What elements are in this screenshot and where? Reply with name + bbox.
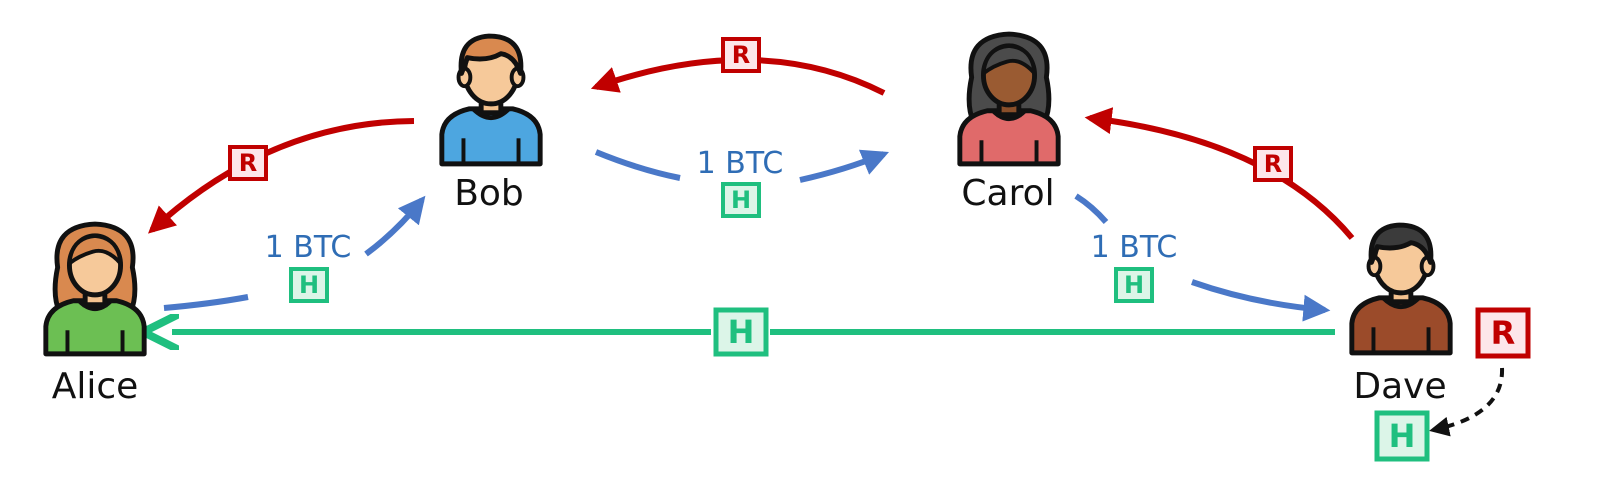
hash-badge-alice-to-bob: H <box>289 267 329 303</box>
dave-preimage-badge: R <box>1475 307 1531 359</box>
dave-hash-badge-text: H <box>1389 417 1416 455</box>
dave-avatar-icon <box>1352 225 1450 353</box>
hash-share-badge-text: H <box>728 313 755 351</box>
hash-share-badge: H <box>713 307 769 357</box>
preimage-arrow-dave-to-carol <box>1084 107 1355 240</box>
hash-badge-bob-to-carol: H <box>721 182 761 218</box>
carol-name: Carol <box>961 173 1054 214</box>
amount-alice-to-bob: 1 BTC <box>265 230 352 265</box>
preimage-badge-text: R <box>239 149 257 177</box>
preimage-badge-text: R <box>732 41 750 69</box>
dave-preimage-badge-text: R <box>1491 314 1516 352</box>
preimage-badge-carol-to-bob: R <box>721 37 761 73</box>
payment-arrow-alice-to-bob <box>163 195 426 311</box>
dave-hash-badge: H <box>1374 410 1430 462</box>
preimage-badge-dave-to-carol: R <box>1253 146 1293 182</box>
hash-badge-text: H <box>299 271 319 299</box>
preimage-badge-bob-to-alice: R <box>228 145 268 181</box>
alice-name: Alice <box>52 366 139 407</box>
amount-bob-to-carol: 1 BTC <box>697 146 784 181</box>
carol-avatar-icon <box>960 34 1058 164</box>
preimage-arrow-bob-to-alice <box>148 118 415 234</box>
amount-carol-to-dave: 1 BTC <box>1091 230 1178 265</box>
preimage-badge-text: R <box>1264 150 1282 178</box>
payment-arrow-bob-to-carol <box>594 149 889 183</box>
hash-badge-text: H <box>1124 271 1144 299</box>
hash-derivation-arrow <box>1429 367 1505 437</box>
payment-arrow-carol-to-dave <box>1074 193 1331 322</box>
hash-badge-text: H <box>731 186 751 214</box>
bob-avatar-icon <box>442 36 540 164</box>
dave-name: Dave <box>1353 366 1446 407</box>
hash-badge-carol-to-dave: H <box>1114 267 1154 303</box>
bob-name: Bob <box>454 173 524 214</box>
alice-avatar-icon <box>46 224 144 354</box>
